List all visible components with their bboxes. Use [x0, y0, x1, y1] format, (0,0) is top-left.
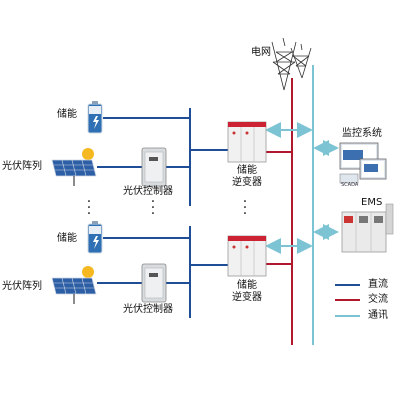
ems-label: EMS: [361, 197, 383, 208]
pv-array-label: 光伏阵列: [2, 281, 42, 292]
storage-inverter-label-line2: 逆变器: [232, 291, 262, 303]
pv-controller-label: 光伏控制器: [123, 186, 173, 197]
pv-controller-label: 光伏控制器: [123, 304, 173, 315]
battery-icon: [87, 221, 103, 254]
dc-bus: [97, 108, 228, 318]
storage-inverter-label-line2: 逆变器: [232, 176, 262, 188]
legend-lines: [335, 284, 360, 317]
ellipsis-dots: ···: [150, 194, 156, 222]
storage-inverter-label: 储能 逆变器: [228, 165, 266, 188]
scada-label: SCADA: [341, 182, 359, 188]
ellipsis-dots: ···: [86, 194, 92, 222]
monitoring-system-icon: [339, 142, 387, 184]
battery-label: 储能: [57, 109, 77, 120]
grid-tower-icon: [271, 37, 312, 91]
grid-label: 电网: [251, 47, 271, 58]
battery-label: 储能: [57, 233, 77, 244]
battery-icon: [87, 101, 103, 134]
pv-controller-icon: [141, 263, 167, 303]
storage-inverter-label: 储能 逆变器: [228, 280, 266, 303]
solar-panel-icon: [51, 148, 97, 186]
monitoring-system-label: 监控系统: [342, 128, 382, 139]
pv-controller-icon: [141, 147, 167, 187]
pv-array-label: 光伏阵列: [2, 161, 42, 172]
storage-inverter-label-line1: 储能: [237, 280, 257, 291]
comm-bus: [265, 65, 339, 345]
storage-inverter-icon: [227, 235, 267, 277]
storage-inverter-label-line1: 储能: [237, 165, 257, 176]
ac-bus: [265, 78, 293, 345]
solar-panel-icon: [51, 266, 97, 304]
legend-comm-label: 通讯: [368, 310, 388, 321]
ems-cabinet-icon: [341, 203, 394, 253]
legend-dc-label: 直流: [368, 279, 388, 290]
storage-inverter-icon: [227, 121, 267, 163]
legend-ac-label: 交流: [368, 294, 388, 305]
ellipsis-dots: ···: [242, 194, 248, 222]
